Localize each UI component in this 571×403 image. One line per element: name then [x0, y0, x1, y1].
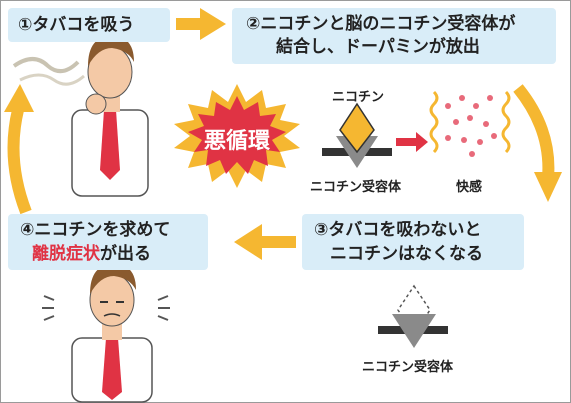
arrow-right-icon [176, 8, 226, 40]
step-4-line-1: ④ニコチンを求めて [20, 220, 171, 240]
step-2-line-1: ②ニコチンと脳のニコチン受容体が [246, 14, 516, 34]
step-1-text: ①タバコを吸う [18, 15, 135, 35]
step-4-box: ④ニコチンを求めて 離脱症状が出る [8, 214, 208, 270]
step-3-line-2: ニコチンはなくなる [330, 244, 483, 264]
curved-arrow-up-icon [7, 108, 32, 215]
nicotine-receptor-bound-icon [322, 102, 392, 168]
pleasure-label: 快感 [456, 180, 483, 195]
step-3-line-1: ③タバコを吸わないと [314, 220, 482, 240]
step-2-box: ②ニコチンと脳のニコチン受容体が 結合し、ドーパミンが放出 [232, 8, 556, 64]
step-4-line-2-rest: が出る [100, 244, 151, 264]
nicotine-label: ニコチン [332, 90, 385, 105]
withdrawal-symptoms-text: 離脱症状 [32, 244, 100, 264]
receptor-label-bottom: ニコチン受容体 [362, 360, 454, 375]
arrow-left-icon [234, 224, 296, 260]
curved-arrow-down-icon [513, 84, 555, 179]
step-2-line-2: 結合し、ドーパミンが放出 [276, 37, 480, 57]
step-3-box: ③タバコを吸わないと ニコチンはなくなる [302, 214, 524, 270]
pleasure-icon [429, 90, 511, 157]
vicious-cycle-burst-icon [174, 84, 300, 188]
withdrawal-man-icon [42, 264, 170, 403]
step-1-box: ①タバコを吸う [8, 8, 170, 42]
vicious-cycle-label: 悪循環 [203, 129, 270, 154]
receptor-label-top: ニコチン受容体 [310, 180, 402, 195]
step-4-line-2: 離脱症状が出る [32, 243, 151, 265]
red-arrow-icon [396, 132, 428, 152]
nicotine-receptor-empty-icon [378, 284, 448, 348]
smoking-man-icon [12, 36, 149, 197]
